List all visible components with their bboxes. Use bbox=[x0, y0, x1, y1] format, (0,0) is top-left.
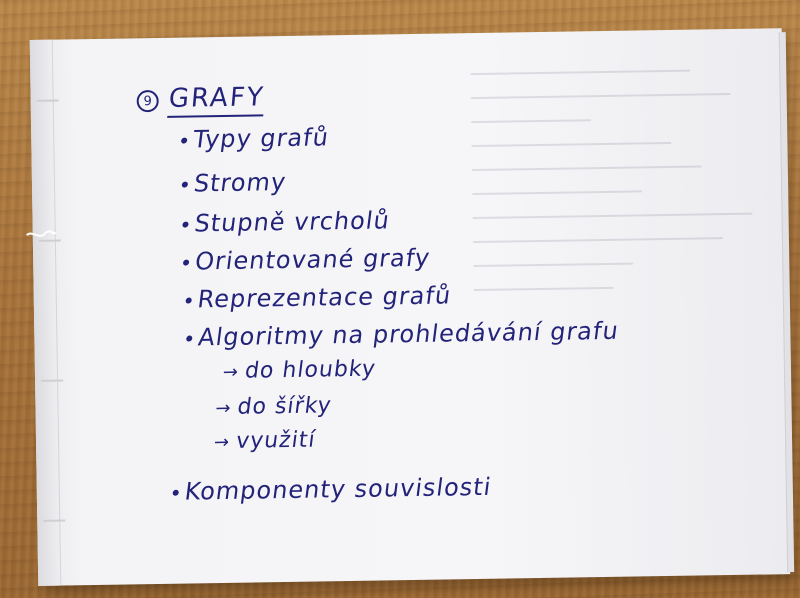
list-item: Stromy bbox=[180, 168, 288, 198]
list-item: Orientované grafy bbox=[181, 244, 432, 276]
arrow-icon: → bbox=[221, 361, 241, 384]
list-item-text: Stupně vrcholů bbox=[192, 206, 392, 238]
section-heading: 9 GRAFY bbox=[136, 82, 266, 118]
sub-item-text: využití bbox=[234, 427, 318, 454]
loose-thread bbox=[26, 230, 57, 237]
binding-stitch bbox=[38, 239, 61, 242]
binding-stitch bbox=[43, 519, 66, 522]
bullet-icon bbox=[181, 181, 189, 188]
list-item-text: Orientované grafy bbox=[193, 243, 432, 276]
sub-item: →do hloubky bbox=[221, 356, 378, 384]
sub-item-text: do hloubky bbox=[243, 356, 378, 384]
section-number: 9 bbox=[136, 89, 159, 113]
bullet-icon bbox=[182, 221, 189, 228]
bullet-icon bbox=[180, 137, 188, 144]
sub-item: →využití bbox=[212, 428, 317, 455]
list-item-text: Reprezentace grafů bbox=[196, 281, 453, 314]
list-item-text: Stromy bbox=[192, 167, 288, 198]
binding-stitch bbox=[36, 99, 59, 102]
sub-item-text: do šířky bbox=[236, 393, 334, 420]
notebook-page: 9 GRAFY Typy grafů Stromy Stupně vrcholů… bbox=[26, 28, 795, 586]
list-item-text: Komponenty souvislosti bbox=[183, 472, 494, 506]
list-item: Stupně vrcholů bbox=[181, 206, 392, 237]
list-item: Reprezentace grafů bbox=[184, 281, 453, 313]
bullet-icon bbox=[185, 335, 193, 342]
bullet-icon bbox=[182, 259, 190, 266]
sub-item: →do šířky bbox=[214, 393, 333, 420]
arrow-icon: → bbox=[214, 397, 233, 420]
list-item-text: Typy grafů bbox=[191, 123, 331, 154]
bullet-icon bbox=[185, 297, 193, 304]
list-item: Typy grafů bbox=[180, 123, 331, 153]
bullet-icon bbox=[172, 489, 180, 496]
notebook: 9 GRAFY Typy grafů Stromy Stupně vrcholů… bbox=[26, 28, 799, 594]
show-through-writing bbox=[470, 68, 776, 453]
list-item: Komponenty souvislosti bbox=[171, 473, 493, 506]
binding-stitch bbox=[41, 379, 64, 382]
stitched-binding bbox=[29, 39, 66, 586]
heading-title: GRAFY bbox=[167, 82, 266, 118]
arrow-icon: → bbox=[212, 431, 232, 454]
